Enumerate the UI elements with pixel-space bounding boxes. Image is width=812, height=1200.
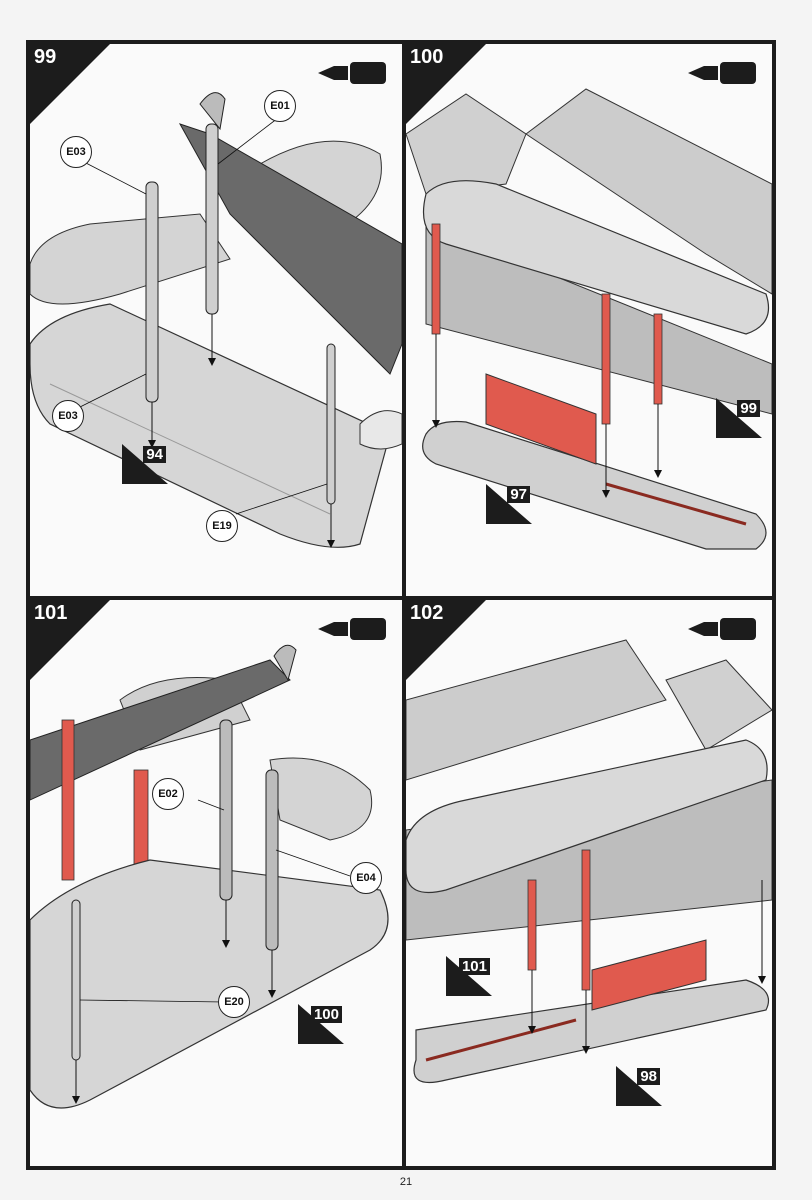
ref-step-tag: 98 (616, 1066, 662, 1106)
upper-wing-illustration (406, 88, 772, 550)
part-label-e03: E03 (60, 136, 92, 168)
ref-step-tag: 99 (716, 398, 762, 438)
ref-step-tag: 97 (486, 484, 532, 524)
ref-step-tag: 101 (446, 956, 492, 996)
step-panel-100: 100 99 97 (406, 44, 772, 596)
step-panel-99: 99 E01 E03 E03 E19 (30, 44, 402, 596)
lower-wing-illustration (30, 644, 389, 1109)
upper-wing-illustration (406, 639, 772, 1084)
part-label-e19: E19 (206, 510, 238, 542)
glue-tube-icon (318, 62, 386, 84)
step-number: 99 (34, 46, 57, 68)
step-panel-102: 102 101 98 (406, 600, 772, 1166)
step-badge-99 (30, 44, 110, 124)
step-number: 102 (410, 602, 444, 624)
step-number: 100 (410, 46, 444, 68)
glue-tube-icon (318, 618, 386, 640)
part-label-e01: E01 (264, 90, 296, 122)
ref-step-tag: 94 (122, 444, 168, 484)
lower-wing-illustration (30, 92, 402, 548)
step-panel-101: 101 E02 E04 E20 100 (30, 600, 402, 1166)
part-label-e20: E20 (218, 986, 250, 1018)
step-badge-102 (406, 600, 486, 680)
ref-step-tag: 100 (298, 1004, 344, 1044)
step-badge-101 (30, 600, 110, 680)
page-number: 21 (399, 1176, 413, 1188)
part-label-e02: E02 (152, 778, 184, 810)
glue-tube-icon (688, 62, 756, 84)
step-badge-100 (406, 44, 486, 124)
step-number: 101 (34, 602, 68, 624)
glue-tube-icon (688, 618, 756, 640)
part-label-e03: E03 (52, 400, 84, 432)
part-label-e04: E04 (350, 862, 382, 894)
